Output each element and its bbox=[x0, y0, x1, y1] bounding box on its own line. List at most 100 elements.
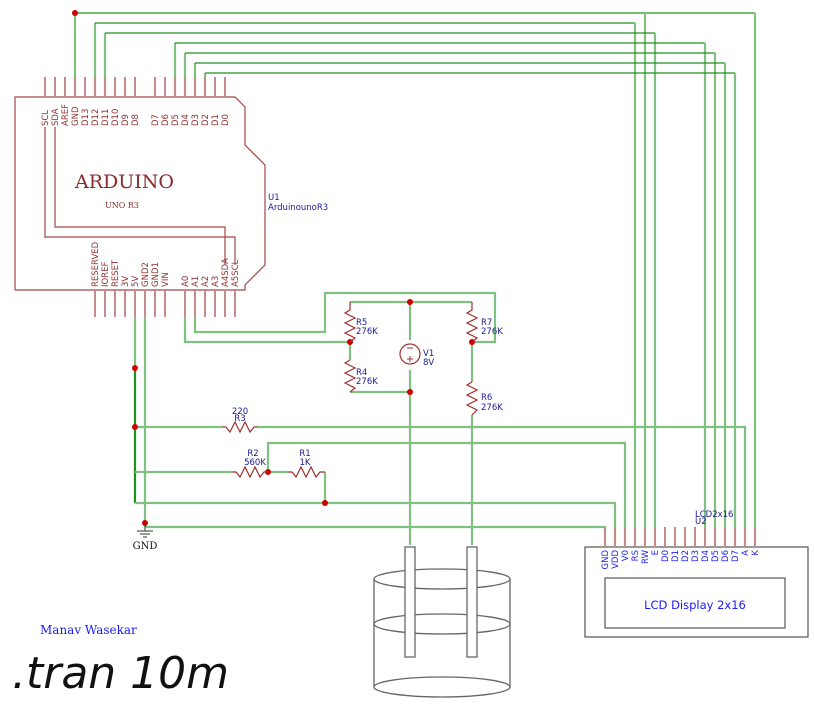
pin-label: RESET bbox=[111, 259, 121, 287]
junction bbox=[132, 365, 138, 371]
resistor-r4[interactable]: R4 276K bbox=[343, 359, 378, 393]
lcd-pin-a[interactable]: A bbox=[741, 527, 751, 556]
ground-label: GND bbox=[133, 541, 158, 552]
probe-left bbox=[404, 546, 416, 658]
arduino-pin-scl[interactable]: SCL bbox=[41, 77, 51, 126]
lcd-pin-d0[interactable]: D0 bbox=[661, 527, 671, 562]
pin-label: D13 bbox=[81, 109, 91, 126]
resistor-r1[interactable]: R1 1K bbox=[288, 449, 325, 479]
lcd-pin-e[interactable]: E bbox=[651, 527, 661, 555]
lcd-pin-rs[interactable]: RS bbox=[631, 527, 641, 561]
lcd-pin-rw[interactable]: RW bbox=[641, 527, 651, 564]
resistor-r5[interactable]: R5 276K bbox=[343, 302, 378, 343]
arduino-pin-d11[interactable]: D11 bbox=[101, 77, 111, 126]
arduino-pin-ioref[interactable]: IOREF bbox=[101, 262, 111, 317]
pin-label: SCL bbox=[41, 110, 51, 126]
lcd-pin-d2[interactable]: D2 bbox=[681, 527, 691, 562]
pin-label: D10 bbox=[111, 109, 121, 126]
arduino-pin-d2[interactable]: D2 bbox=[201, 77, 211, 126]
arduino-pin-d1[interactable]: D1 bbox=[211, 77, 221, 126]
lcd-pin-d5[interactable]: D5 bbox=[711, 527, 721, 562]
resistor-r3[interactable]: 220 R3 bbox=[222, 407, 258, 434]
pin-label: A2 bbox=[201, 276, 211, 287]
v1-value: 8V bbox=[423, 358, 434, 368]
pin-label: RW bbox=[641, 549, 651, 564]
arduino-pin-d10[interactable]: D10 bbox=[111, 77, 121, 126]
r6-ref: R6 bbox=[481, 393, 492, 403]
pin-label: D2 bbox=[201, 114, 211, 126]
arduino-pin-d9[interactable]: D9 bbox=[121, 77, 131, 126]
arduino-pin-d8[interactable]: D8 bbox=[131, 77, 141, 126]
arduino-pin-a2[interactable]: A2 bbox=[201, 276, 211, 317]
pin-label: D1 bbox=[671, 550, 681, 562]
arduino-pin-vin[interactable]: VIN bbox=[161, 272, 171, 317]
pin-label: RS bbox=[631, 550, 641, 561]
arduino-pin-5v[interactable]: 5V bbox=[131, 276, 141, 317]
voltage-source-v1[interactable]: V1 8V bbox=[399, 343, 434, 368]
wire-a1[interactable] bbox=[193, 291, 497, 344]
arduino-pin-d12[interactable]: D12 bbox=[91, 77, 101, 126]
lcd-pin-d4[interactable]: D4 bbox=[701, 527, 711, 562]
arduino-pin-aref[interactable]: AREF bbox=[61, 77, 71, 126]
arduino-pin-3v[interactable]: 3V bbox=[121, 276, 131, 317]
arduino-pin-d3[interactable]: D3 bbox=[191, 77, 201, 126]
lcd-pin-gnd[interactable]: GND bbox=[601, 527, 611, 570]
pin-label: GND bbox=[601, 550, 611, 570]
arduino-pin-d7[interactable]: D7 bbox=[151, 77, 161, 126]
r5-ref: R5 bbox=[356, 318, 367, 328]
lcd-pin-d7[interactable]: D7 bbox=[731, 527, 741, 562]
arduino-pin-d13[interactable]: D13 bbox=[81, 77, 91, 126]
resistor-r6[interactable]: R6 276K bbox=[465, 381, 503, 416]
wire-r3-a[interactable] bbox=[258, 425, 747, 545]
arduino-pin-reserved[interactable]: RESERVED bbox=[91, 241, 101, 317]
pin-label: A0 bbox=[181, 276, 191, 287]
arduino-pin-sda[interactable]: SDA bbox=[51, 77, 61, 126]
arduino-pin-d4[interactable]: D4 bbox=[181, 77, 191, 126]
sim-directive[interactable]: .tran 10m bbox=[12, 648, 229, 699]
pin-label: 5V bbox=[131, 276, 141, 287]
wire-v0[interactable] bbox=[266, 441, 627, 545]
r4-value: 276K bbox=[356, 377, 378, 387]
r7-ref: R7 bbox=[481, 318, 492, 328]
pin-label: E bbox=[651, 550, 661, 555]
resistor-r7[interactable]: R7 276K bbox=[465, 302, 503, 343]
lcd-pin-d1[interactable]: D1 bbox=[671, 527, 681, 562]
wire-vdd[interactable] bbox=[135, 501, 617, 545]
wire-lcd-gnd[interactable] bbox=[145, 525, 607, 545]
pin-label: SDA bbox=[51, 108, 61, 126]
arduino-pin-d6[interactable]: D6 bbox=[161, 77, 171, 126]
author-label: Manav Wasekar bbox=[40, 623, 137, 637]
arduino-pin-a1[interactable]: A1 bbox=[191, 276, 201, 317]
lcd-label: LCD Display 2x16 bbox=[644, 598, 746, 612]
pin-label: GND2 bbox=[141, 262, 151, 287]
arduino-pin-a3[interactable]: A3 bbox=[211, 276, 221, 317]
pin-label: VIN bbox=[161, 272, 171, 287]
v1-ref: V1 bbox=[423, 349, 434, 359]
arduino-pin-a4sda[interactable]: A4SDA bbox=[221, 258, 231, 317]
junction bbox=[72, 10, 78, 16]
arduino-ref: U1 bbox=[268, 193, 280, 203]
pin-label: A1 bbox=[191, 276, 201, 287]
analog-wires bbox=[132, 291, 747, 545]
lcd-pin-v0[interactable]: V0 bbox=[621, 527, 631, 561]
ground-symbol: GND bbox=[133, 523, 158, 552]
arduino-pin-gnd2[interactable]: GND2 bbox=[141, 262, 151, 317]
lcd-pin-d6[interactable]: D6 bbox=[721, 527, 731, 562]
arduino-pin-gnd1[interactable]: GND1 bbox=[151, 262, 161, 317]
arduino-pin-d0[interactable]: D0 bbox=[221, 77, 231, 126]
arduino-pin-a5scl[interactable]: A5SCL bbox=[231, 259, 241, 317]
lcd-pin-vdd[interactable]: VDD bbox=[611, 527, 621, 569]
junction bbox=[322, 500, 328, 506]
arduino-pin-gnd[interactable]: GND bbox=[71, 77, 81, 126]
lcd-pin-k[interactable]: K bbox=[751, 527, 761, 556]
pin-label: D2 bbox=[681, 550, 691, 562]
arduino-pin-d5[interactable]: D5 bbox=[171, 77, 181, 126]
wire-a0[interactable] bbox=[183, 317, 350, 344]
resistor-r2[interactable]: R2 560K bbox=[232, 449, 268, 479]
arduino-pin-reset[interactable]: RESET bbox=[111, 259, 121, 317]
arduino-pin-a0[interactable]: A0 bbox=[181, 276, 191, 317]
lcd-pin-d3[interactable]: D3 bbox=[691, 527, 701, 562]
